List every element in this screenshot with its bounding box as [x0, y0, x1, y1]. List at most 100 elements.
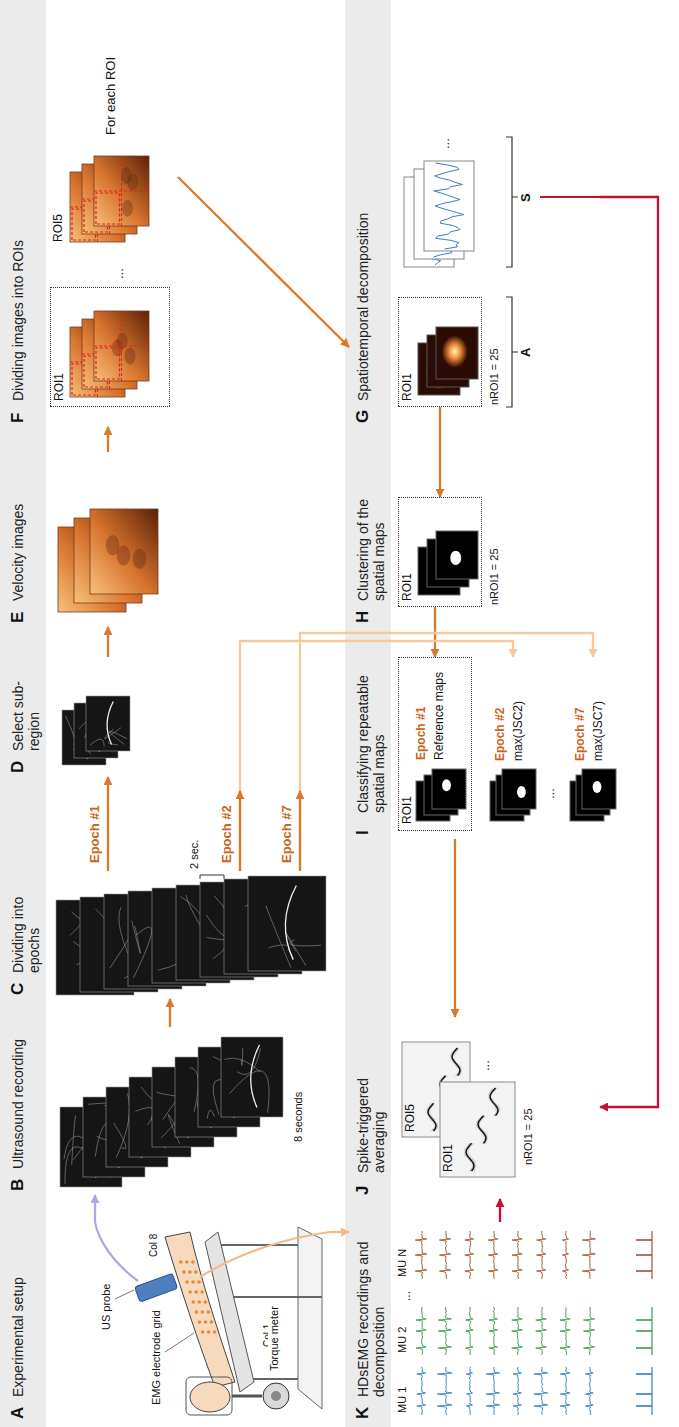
time-bracket — [200, 875, 224, 879]
emg-trace — [534, 1367, 548, 1415]
panel-title: Dividing images into ROIs — [10, 11, 26, 401]
panel-letter: C — [8, 983, 28, 995]
flow-arrow — [240, 641, 513, 871]
box-label: max(JSC7) — [592, 701, 606, 761]
sta-mean — [452, 1048, 460, 1076]
spike — [636, 1319, 652, 1321]
text-holder: ... — [112, 268, 127, 279]
box-label: Reference maps — [433, 672, 447, 760]
emg-electrode — [194, 1270, 198, 1274]
text-holder: Torque meter — [268, 1304, 281, 1373]
header-band — [0, 0, 46, 1427]
sta-trial — [477, 1116, 487, 1144]
roi-box: ROI1 — [398, 297, 482, 407]
text-holder: Experimental setup — [10, 1226, 26, 1397]
sta-trial — [451, 1048, 462, 1076]
epoch-group: Epoch #2max(JSC2) — [486, 657, 540, 831]
panel-region: CDividing into epochs — [4, 871, 330, 999]
epoch-label: Epoch #7 — [280, 805, 295, 863]
flow-arrow — [454, 839, 456, 1017]
emg-electrode — [197, 1280, 201, 1284]
sta-trial — [477, 1116, 488, 1144]
sta-trial — [427, 1103, 437, 1131]
flow-arrow — [178, 177, 349, 347]
text-holder: H — [353, 611, 373, 623]
box-label: ROI1 — [442, 1144, 456, 1172]
spike — [636, 1405, 652, 1407]
sta-trial — [451, 1048, 462, 1076]
panel-region: IClassifying repeatable spatial mapsROI1… — [349, 652, 640, 839]
map-bg — [582, 769, 616, 809]
panel-letter: J — [353, 1186, 373, 1195]
tissue-line — [266, 906, 291, 968]
flow-arrow — [107, 627, 109, 657]
ellipsis: ... — [438, 138, 453, 149]
bracket — [506, 297, 518, 407]
torque-shaft — [232, 1395, 262, 1398]
tissue-line — [114, 1123, 126, 1149]
panel-region: FDividing images into ROIsROI1 — [4, 7, 178, 427]
text-holder: nROI1 = 25 — [488, 348, 501, 405]
spike — [636, 1239, 652, 1241]
roi-label: ROI5 — [52, 214, 66, 242]
panel-letter: B — [8, 1179, 28, 1191]
fascia-line — [251, 1045, 260, 1107]
emg-electrode — [191, 1260, 195, 1264]
tissue-line — [190, 1068, 199, 1112]
spike — [636, 1373, 652, 1375]
panel-letter: G — [353, 410, 373, 423]
text-holder: HDsEMG recordings and decomposition — [355, 1226, 387, 1397]
base-frame — [298, 1227, 322, 1409]
emg-electrode — [191, 1300, 195, 1304]
panel-title: Ultrasound recording — [10, 1031, 26, 1169]
tissue-line — [90, 739, 104, 746]
tissue-line — [269, 945, 289, 951]
fascia-line — [285, 886, 296, 960]
count-label: nROI1 = 25 — [522, 1108, 535, 1165]
ultrasound-frame — [221, 1037, 283, 1117]
panel-title: Velocity images — [10, 456, 26, 601]
text-holder: EMG electrode grid — [150, 1308, 163, 1407]
frame — [248, 876, 326, 971]
emg-trace — [467, 1367, 473, 1415]
tissue-line — [224, 1058, 260, 1072]
tissue-line — [290, 940, 321, 946]
velocity-blob — [124, 348, 135, 365]
panel-letter: E — [8, 612, 28, 623]
emg-electrode — [188, 1290, 192, 1294]
emg-trace — [582, 1231, 595, 1279]
text-holder: K — [353, 1407, 373, 1419]
emg-cable — [200, 1232, 330, 1277]
velocity-blob — [117, 333, 128, 350]
emg-electrode — [197, 1300, 201, 1304]
text-holder: MU N — [396, 1249, 409, 1277]
sta-mean — [466, 1143, 474, 1171]
text-holder: ... — [478, 1060, 493, 1071]
roi-grid — [94, 311, 149, 381]
panel-letter: I — [353, 830, 373, 835]
panel-title: Experimental setup — [10, 1226, 26, 1397]
sta-trial — [452, 1048, 462, 1076]
panel-letter: D — [8, 761, 28, 773]
box-label: ROI5 — [404, 1104, 418, 1132]
text-holder: D — [8, 761, 28, 773]
text-holder: ROI1 — [442, 1144, 456, 1172]
map-cluster — [593, 781, 602, 793]
text-holder: Spike-triggered averaging — [355, 1021, 387, 1173]
text-holder: Epoch #2 — [494, 708, 508, 761]
emg-electrode — [179, 1260, 183, 1264]
text-holder: Classifying repeatable spatial maps — [355, 656, 387, 813]
spike — [636, 1347, 652, 1349]
epoch-name: Epoch #2 — [494, 708, 508, 761]
box-label: ROI1 — [401, 573, 415, 601]
signal-line — [434, 163, 464, 249]
panel-letter: K — [353, 1407, 373, 1419]
sta-trial — [465, 1143, 474, 1171]
panel-title: Select sub-region — [10, 661, 42, 751]
flow-arrow — [439, 407, 441, 497]
emg-trace — [488, 1231, 498, 1279]
duration-label: 2 sec. — [188, 840, 201, 869]
flow-arrow — [330, 1231, 349, 1233]
text-holder: Dividing images into ROIs — [10, 11, 26, 401]
map-bg — [436, 531, 478, 579]
